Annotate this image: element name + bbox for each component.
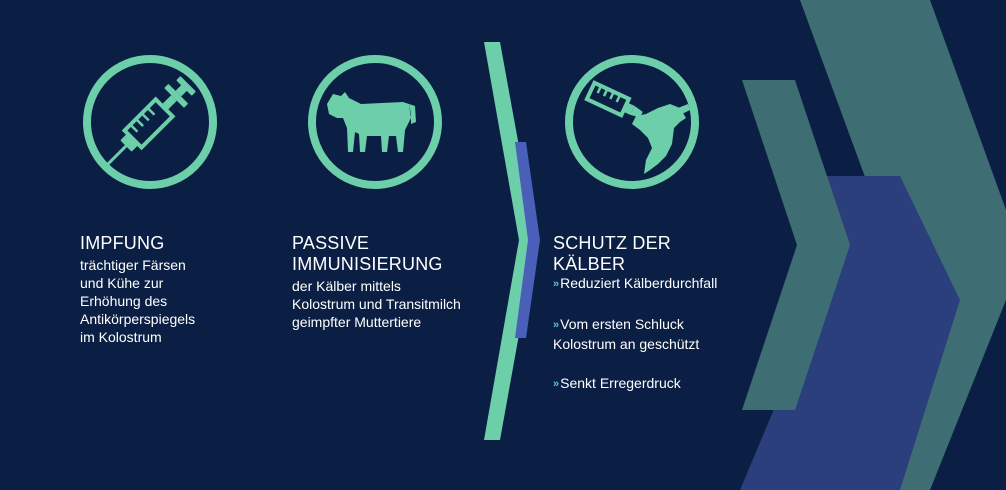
- cow-circle: [305, 52, 445, 192]
- body-line: im Kolostrum: [80, 329, 162, 345]
- body-line: geimpfter Muttertiere: [292, 314, 422, 330]
- benefit-item: »Senkt Erregerdruck: [553, 374, 753, 394]
- syringe-icon: [83, 55, 217, 189]
- body-line: Erhöhung des: [80, 293, 168, 309]
- body-line: und Kühe zur: [80, 275, 164, 291]
- title-line: KÄLBER: [553, 254, 626, 274]
- column-body: trächtiger Färsen und Kühe zur Erhöhung …: [80, 256, 280, 346]
- column-title: SCHUTZ DER KÄLBER: [553, 233, 753, 275]
- syringe-circle: [80, 52, 220, 192]
- bullet-chevron-icon: »: [553, 378, 559, 390]
- column-schutz-der-kaelber: SCHUTZ DER KÄLBER »Reduziert Kälberdurch…: [553, 233, 753, 394]
- divider-chevron: [484, 42, 536, 440]
- benefit-text: Kolostrum an geschützt: [553, 336, 700, 352]
- benefit-text: Reduziert Kälberdurchfall: [560, 275, 718, 291]
- body-line: trächtiger Färsen: [80, 257, 186, 273]
- calf-bottle-icon: [565, 55, 699, 189]
- body-line: der Kälber mittels: [292, 278, 401, 294]
- body-line: Kolostrum und Transitmilch: [292, 296, 461, 312]
- small-teal-chevron: [742, 80, 850, 410]
- divider-accent: [515, 142, 540, 338]
- title-line: SCHUTZ DER: [553, 233, 671, 253]
- benefit-text: Senkt Erregerdruck: [560, 375, 681, 391]
- cow-icon: [308, 55, 442, 189]
- body-line: Antikörperspiegels: [80, 311, 196, 327]
- title-line: IMMUNISIERUNG: [292, 254, 443, 274]
- column-title: IMPFUNG: [80, 233, 165, 253]
- column-impfung: IMPFUNG trächtiger Färsen und Kühe zur E…: [80, 233, 280, 346]
- calf-bottle-circle: [562, 52, 702, 192]
- bullet-chevron-icon: »: [553, 319, 559, 331]
- title-line: PASSIVE: [292, 233, 370, 253]
- blue-chevron: [740, 176, 960, 490]
- benefit-item: »Reduziert Kälberdurchfall: [553, 274, 753, 294]
- benefit-item: »Vom ersten Schluck Kolostrum an geschüt…: [553, 315, 753, 353]
- column-title: PASSIVE IMMUNISIERUNG: [292, 233, 512, 275]
- column-passive-immunisierung: PASSIVE IMMUNISIERUNG der Kälber mittels…: [292, 233, 512, 331]
- benefit-text: Vom ersten Schluck: [560, 316, 684, 332]
- column-body: der Kälber mittels Kolostrum und Transit…: [292, 277, 512, 331]
- bullet-chevron-icon: »: [553, 278, 559, 290]
